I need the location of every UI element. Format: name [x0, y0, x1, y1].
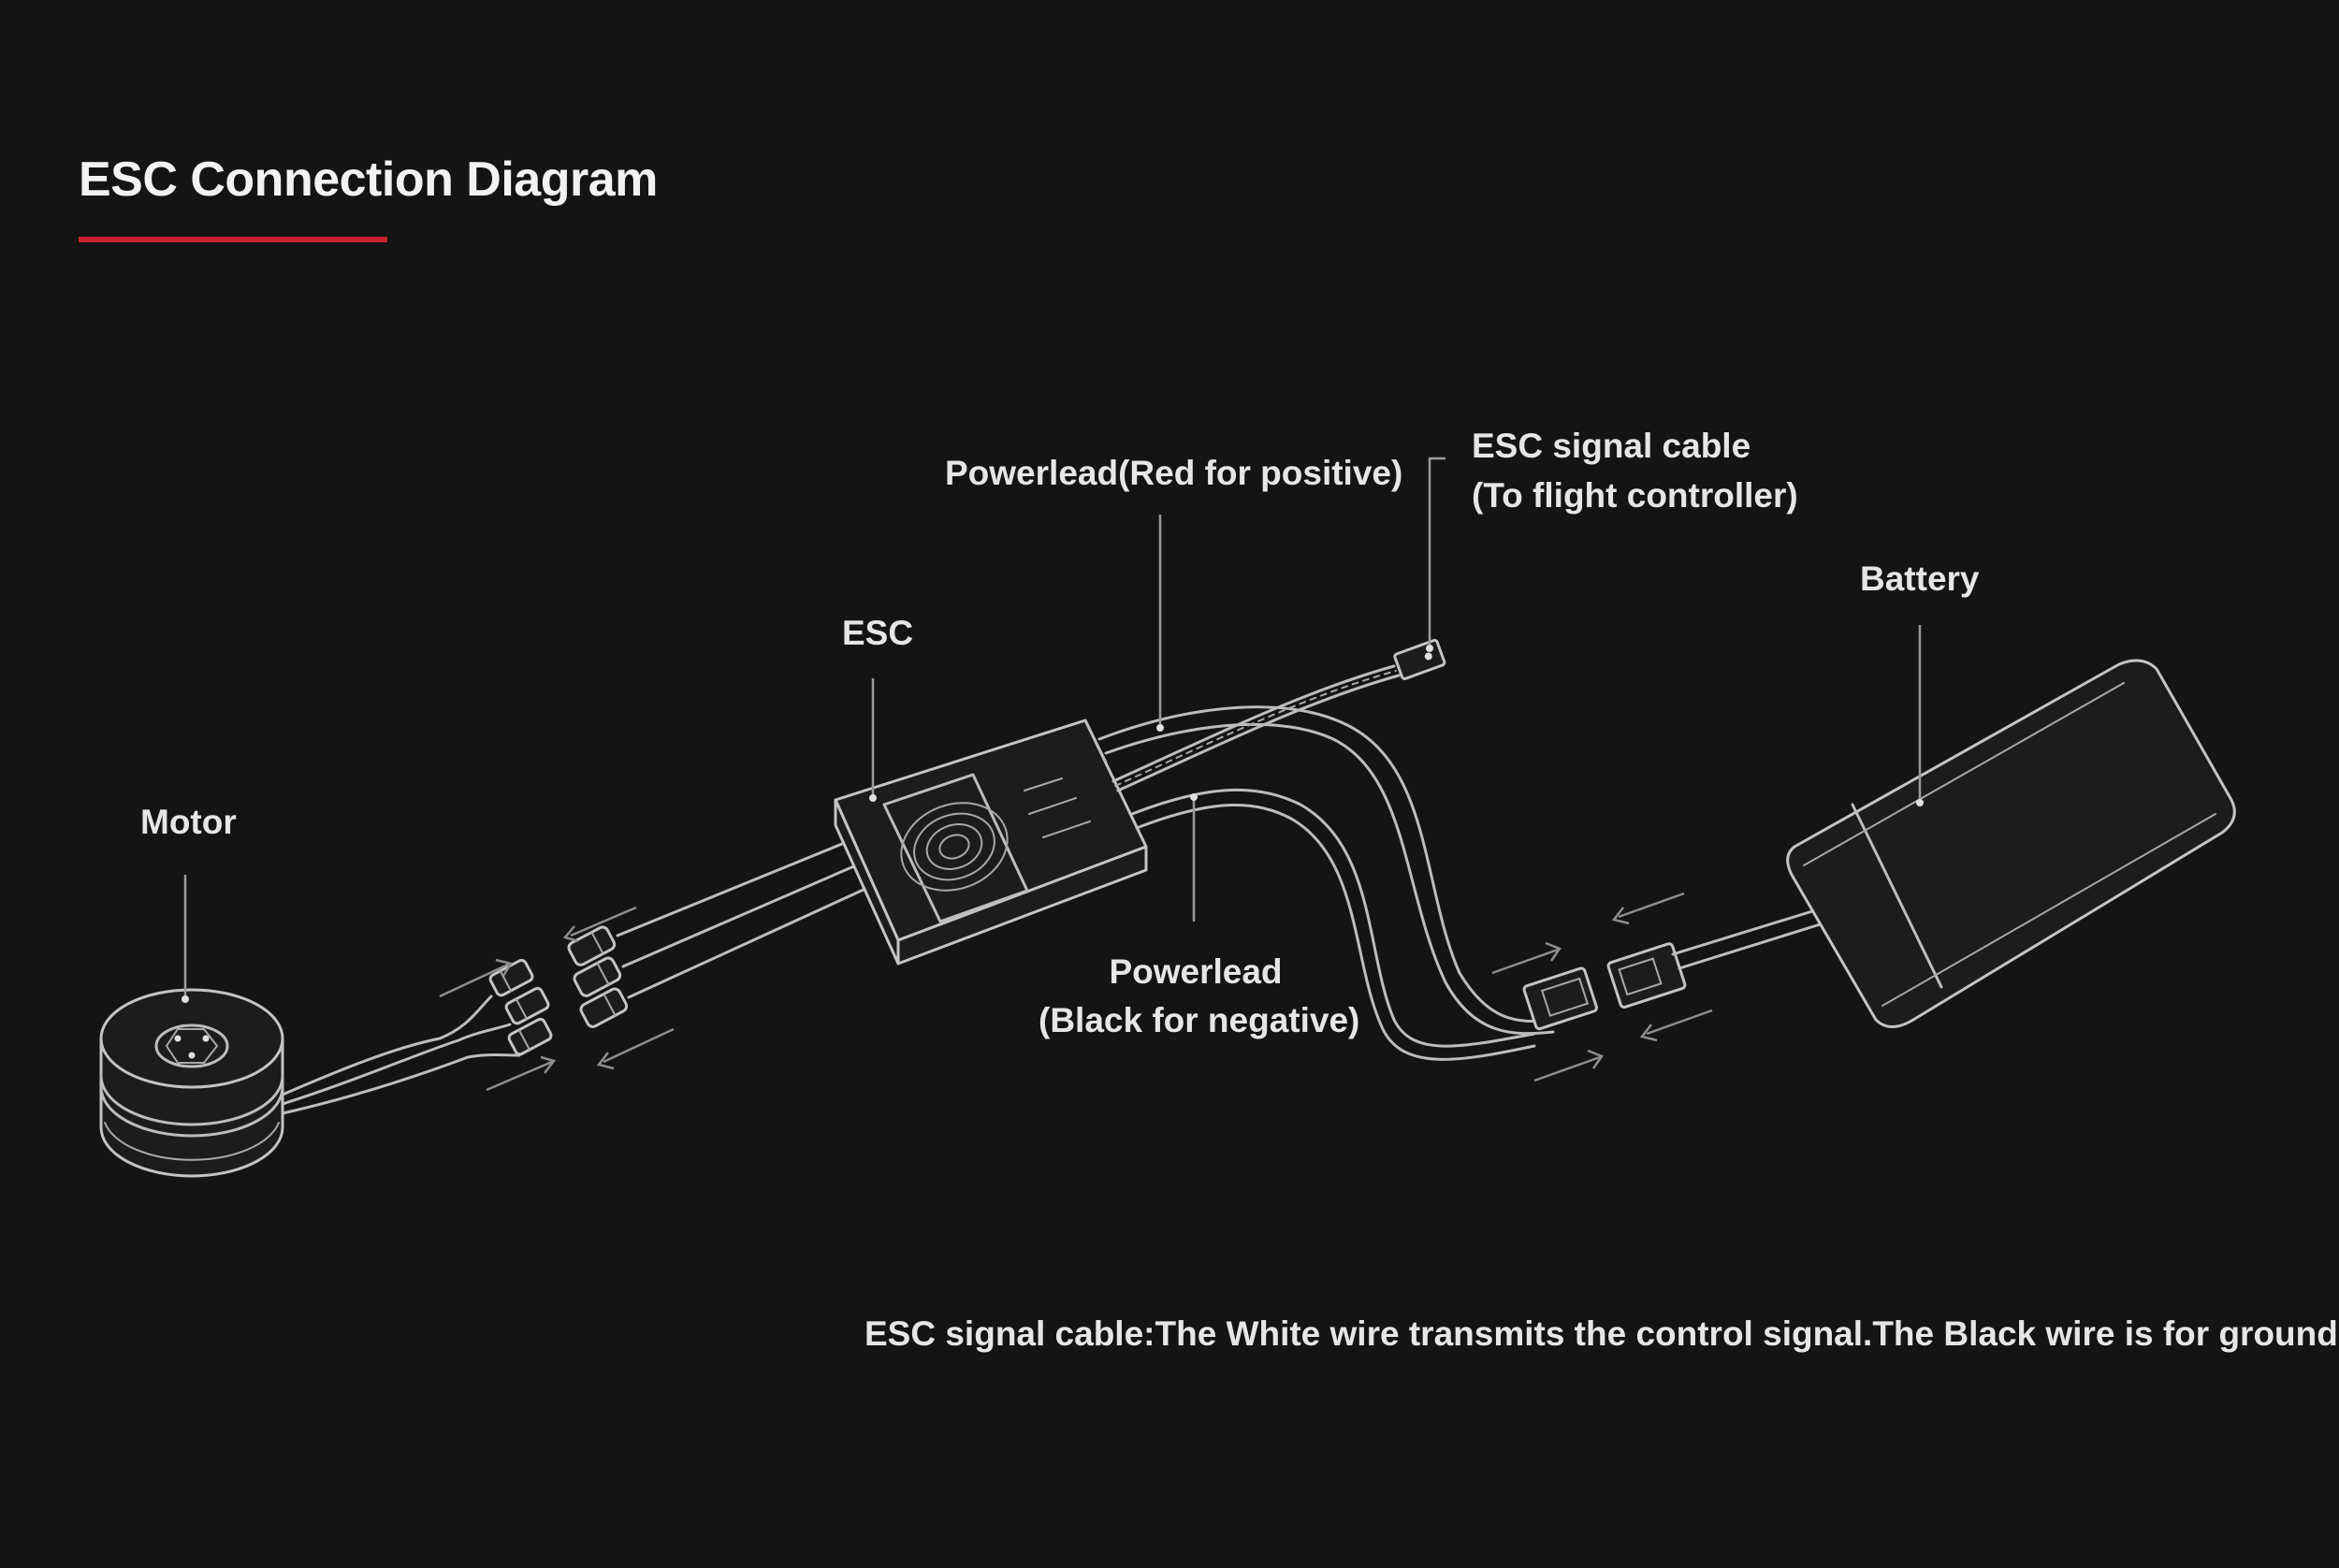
label-esc: ESC: [842, 614, 914, 652]
motor-drawing: [99, 958, 553, 1178]
label-powerlead-negative-line1: Powerlead: [1109, 952, 1283, 991]
label-powerlead-negative-line2: (Black for negative): [1039, 1001, 1360, 1039]
esc-drawing: [834, 719, 1148, 965]
connection-arrows-battery: [1491, 892, 1713, 1082]
label-powerlead-positive: Powerlead(Red for positive): [945, 454, 1403, 492]
label-signal-cable-line1: ESC signal cable: [1472, 427, 1751, 465]
title-underline: [79, 237, 387, 242]
label-signal-cable-line2: (To flight controller): [1472, 476, 1798, 515]
battery-connectors: [1522, 889, 1840, 1031]
label-motor: Motor: [140, 803, 237, 841]
connection-arrows-motor: [439, 906, 675, 1092]
signal-cable-note: ESC signal cable:The White wire transmit…: [864, 1314, 2339, 1353]
power-leads: [1097, 638, 1555, 1061]
battery-drawing: [1786, 659, 2236, 1028]
label-battery: Battery: [1860, 559, 1980, 598]
leader-lines: [182, 457, 1924, 1003]
page-title: ESC Connection Diagram: [79, 152, 658, 207]
esc-output-connectors: [567, 840, 867, 1028]
